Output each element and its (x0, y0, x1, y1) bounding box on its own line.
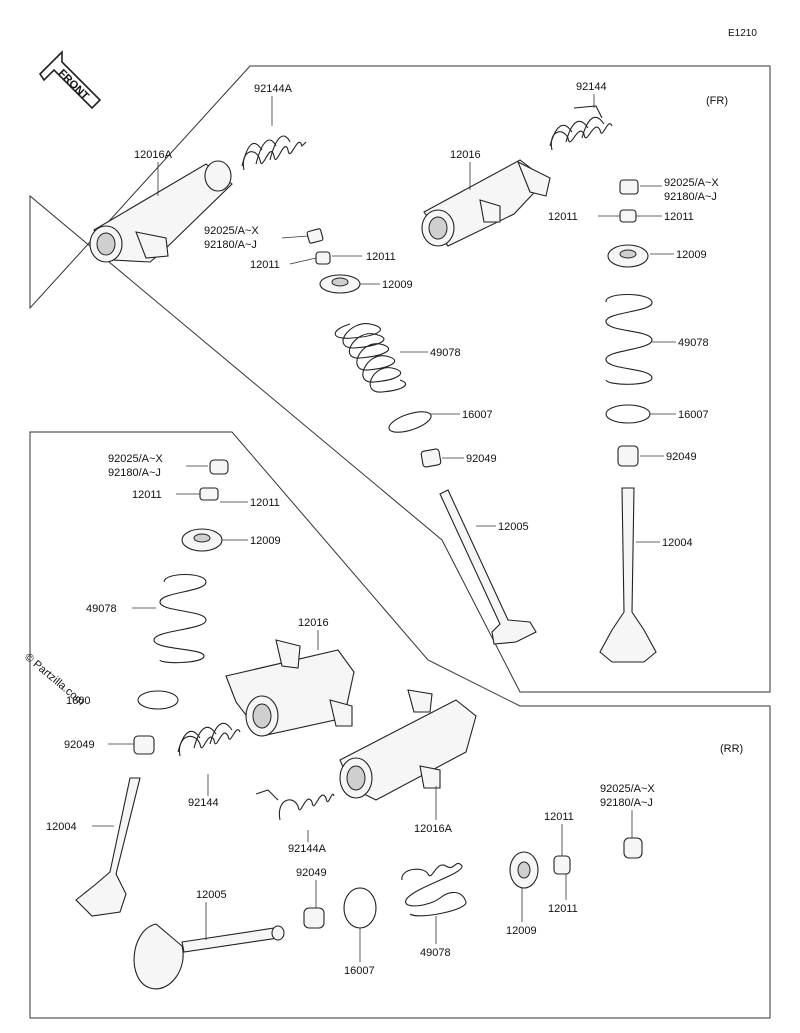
valve-cotter-cap-rear-exhaust (209, 459, 229, 475)
label-92025-rear-exhaust: 92025/A~X (108, 453, 163, 465)
label-92049-rear-intake: 92049 (296, 867, 327, 879)
label-92049-front-intake: 92049 (466, 453, 497, 465)
label-92144-rear: 92144 (188, 797, 219, 809)
label-92180-front-exhaust: 92180/A~J (664, 191, 717, 203)
valve-stem-seal-rear-intake (303, 907, 325, 929)
label-12011-front-exhaust-right: 12011 (664, 211, 694, 223)
label-16007-front-intake: 16007 (462, 409, 493, 421)
label-12011-rear-intake-bottom: 12011 (548, 903, 578, 915)
label-12016-front: 12016 (450, 149, 481, 161)
valve-cotter-front-exhaust (619, 209, 637, 223)
exhaust-valve-rear (75, 777, 141, 917)
valve-cotter-cap-rear-intake (623, 837, 643, 859)
front-direction-arrow: FRONT (38, 50, 102, 110)
label-16007-rear-exhaust: 1600 (66, 695, 90, 707)
valve-seal-ring-rear-intake (343, 887, 377, 929)
label-49078-front-intake: 49078 (430, 347, 461, 359)
label-12004-front: 12004 (662, 537, 693, 549)
spring-92144-rear (177, 722, 241, 757)
label-92144A-rear: 92144A (288, 843, 327, 855)
valve-cotter-front-intake (315, 251, 331, 265)
valve-stem-seal-rear-exhaust (133, 735, 155, 755)
label-12016-rear: 12016 (298, 617, 329, 629)
valve-stem-seal-front-intake (420, 448, 442, 468)
label-92049-rear-exhaust: 92049 (64, 739, 95, 751)
spring-92144A-rear (255, 789, 335, 821)
front-cylinder-frame (29, 65, 771, 693)
label-12005-front: 12005 (498, 521, 529, 533)
valve-stem-seal-front-exhaust (617, 445, 639, 467)
label-12009-front-intake: 12009 (382, 279, 413, 291)
label-12009-rear-intake: 12009 (506, 925, 537, 937)
spring-retainer-rear-exhaust (181, 528, 223, 552)
label-92025-front-intake: 92025/A~X (204, 225, 259, 237)
label-12009-front-exhaust: 12009 (676, 249, 707, 261)
label-12009-rear-exhaust: 12009 (250, 535, 281, 547)
label-92180-rear-intake: 92180/A~J (600, 797, 653, 809)
label-12016A-front: 12016A (134, 149, 173, 161)
rocker-arm-12016A-front (89, 160, 233, 263)
label-92025-front-exhaust: 92025/A~X (664, 177, 719, 189)
label-49078-rear-intake: 49078 (420, 947, 451, 959)
label-12011-rear-exhaust-left: 12011 (132, 489, 162, 501)
diagram-code: E1210 (728, 28, 757, 39)
spring-retainer-front-exhaust (607, 244, 649, 268)
valve-spring-rear-exhaust (153, 573, 207, 664)
spring-92144-front (549, 105, 613, 151)
exhaust-valve-front (599, 487, 657, 663)
spring-retainer-front-intake (319, 274, 361, 294)
spring-retainer-rear-intake (509, 851, 539, 889)
label-92180-front-intake: 92180/A~J (204, 239, 257, 251)
leader-lines (92, 94, 676, 962)
label-12005-rear: 12005 (196, 889, 227, 901)
valve-seal-ring-rear-exhaust (137, 690, 179, 710)
label-12004-rear: 12004 (46, 821, 77, 833)
label-12011-rear-exhaust-right: 12011 (250, 497, 280, 509)
label-16007-front-exhaust: 16007 (678, 409, 709, 421)
valve-spring-rear-intake (401, 862, 467, 917)
rocker-arm-12016A-rear (339, 689, 477, 801)
front-section-label: (FR) (706, 95, 728, 107)
valve-cotter-rear-exhaust (199, 487, 219, 501)
label-92144A-front: 92144A (254, 83, 293, 95)
valve-spring-front-exhaust (605, 294, 653, 385)
label-49078-rear-exhaust: 49078 (86, 603, 117, 615)
label-92049-front-exhaust: 92049 (666, 451, 697, 463)
valve-cotter-cap-front-exhaust (619, 179, 639, 195)
label-92180-rear-exhaust: 92180/A~J (108, 467, 161, 479)
valve-seal-ring-front-exhaust (605, 404, 651, 424)
intake-valve-rear (133, 923, 285, 990)
rocker-arm-12016-rear (225, 639, 355, 737)
label-12011-front-intake-right: 12011 (366, 251, 396, 263)
rear-cylinder-frame (29, 431, 771, 1019)
label-92025-rear-intake: 92025/A~X (600, 783, 655, 795)
intake-valve-front (439, 489, 537, 645)
valve-cotter-cap-front-intake (306, 228, 324, 244)
label-12011-front-intake-left: 12011 (250, 259, 280, 271)
valve-cotter-rear-intake (553, 855, 571, 875)
rear-section-label: (RR) (720, 743, 743, 755)
rocker-arm-12016-front (421, 159, 551, 247)
spring-92144A-front (241, 135, 307, 171)
valve-seal-ring-front-intake (388, 411, 432, 433)
label-12016A-rear: 12016A (414, 823, 453, 835)
label-49078-front-exhaust: 49078 (678, 337, 709, 349)
label-12011-rear-intake-top: 12011 (544, 811, 574, 823)
label-16007-rear-intake: 16007 (344, 965, 375, 977)
watermark-text: © Partzilla.com (22, 651, 86, 708)
label-12011-front-exhaust-left: 12011 (548, 211, 578, 223)
label-92144-front: 92144 (576, 81, 607, 93)
valve-spring-front-intake (334, 323, 406, 393)
